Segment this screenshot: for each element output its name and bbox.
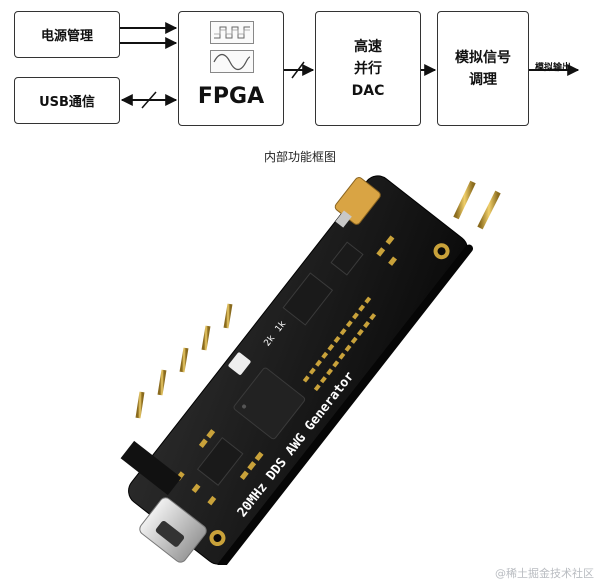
usb-communication-label: USB通信 [39,95,95,110]
analog-output-label: 模拟输出 [535,63,572,73]
dac-chip [282,272,334,326]
high-speed-dac-block: 高速 并行 DAC [315,11,421,126]
diagram-arrows [120,22,580,109]
power-management-label: 电源管理 [40,29,93,44]
diagram-caption: 内部功能框图 [263,150,336,164]
usb-bus-slash [141,91,157,109]
analog-conditioning-block: 模拟信号 调理 [437,11,529,126]
header-pins-right [453,180,501,230]
watermark-text: @稀土掘金技术社区 [495,567,594,580]
power-management-block: 电源管理 [14,11,120,58]
dac-label-line-2: 并行 [353,60,382,77]
square-wave-icon [210,21,254,44]
fpga-dac-bus-slash [291,61,305,79]
usb-communication-block: USB通信 [14,77,120,124]
fpga-block: FPGA [178,11,284,126]
dac-label-line-1: 高速 [353,38,382,55]
fpga-chip [233,367,306,440]
component-pads [175,235,397,506]
header-pins-left [120,303,233,496]
fpga-label: FPGA [197,84,265,109]
ic-chip [196,437,244,486]
conditioning-label-line-2: 调理 [469,71,497,88]
dac-label-line-3: DAC [351,82,385,99]
white-component [228,352,251,375]
pcb-board-image: 20MHz DDS AWG Generator [120,175,501,565]
sine-wave-icon [210,50,254,73]
conditioning-label-line-1: 模拟信号 [455,49,511,66]
